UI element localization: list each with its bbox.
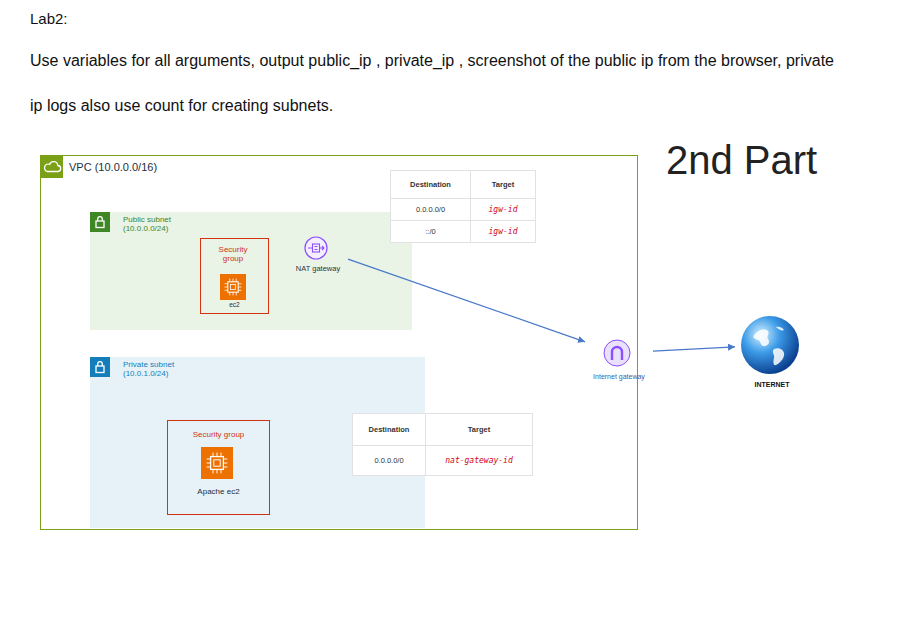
table-cell: igw-id bbox=[470, 198, 536, 221]
security-group-label: Security group bbox=[211, 245, 255, 263]
subnet-label: Public subnet (10.0.0.0/24) bbox=[123, 215, 185, 233]
internet-gateway-label: Internet gateway bbox=[585, 373, 653, 381]
table-cell: 0.0.0.0/0 bbox=[390, 198, 471, 221]
table-cell: ::/0 bbox=[390, 220, 471, 243]
table-header: Destination bbox=[390, 170, 471, 199]
public-subnet: Public subnet (10.0.0.0/24) Security grou… bbox=[90, 212, 412, 330]
lock-icon bbox=[90, 357, 110, 377]
part-heading: 2nd Part bbox=[666, 138, 817, 183]
table-cell: igw-id bbox=[470, 220, 536, 243]
table-header: Target bbox=[470, 170, 536, 199]
cloud-icon bbox=[41, 156, 63, 178]
internet-label: INTERNET bbox=[735, 381, 809, 389]
subnet-label: Private subnet (10.0.1.0/24) bbox=[123, 360, 189, 378]
security-group-label: Security group bbox=[168, 430, 269, 439]
vpc-box: VPC (10.0.0.0/16) Public subnet (10.0.0.0… bbox=[40, 155, 638, 530]
instruction-text: Use variables for all arguments, output … bbox=[30, 38, 835, 128]
globe-icon bbox=[740, 315, 800, 375]
table-cell: 0.0.0.0/0 bbox=[352, 445, 426, 476]
security-group-box: Security group ec2 bbox=[200, 238, 269, 314]
nat-gateway-label: NAT gateway bbox=[288, 265, 348, 274]
ec2-icon bbox=[220, 274, 246, 300]
lock-icon bbox=[90, 212, 110, 232]
page-title: Lab2: bbox=[30, 10, 68, 27]
nat-icon bbox=[304, 236, 328, 260]
table-cell: nat-gateway-id bbox=[425, 445, 533, 476]
ec2-icon bbox=[201, 447, 233, 479]
instance-label: Apache ec2 bbox=[168, 487, 269, 496]
security-group-box: Security groupApache ec2 bbox=[167, 420, 270, 515]
table-header: Destination bbox=[352, 413, 426, 446]
connector-arrow bbox=[653, 347, 735, 351]
table-header: Target bbox=[425, 413, 533, 446]
internet-globe: INTERNET bbox=[735, 313, 809, 395]
igw-icon bbox=[603, 339, 631, 367]
instance-label: ec2 bbox=[201, 301, 268, 308]
nat-gateway: NAT gateway bbox=[288, 236, 348, 282]
internet-gateway: Internet gateway bbox=[585, 336, 653, 392]
vpc-label: VPC (10.0.0.0/16) bbox=[69, 161, 157, 174]
